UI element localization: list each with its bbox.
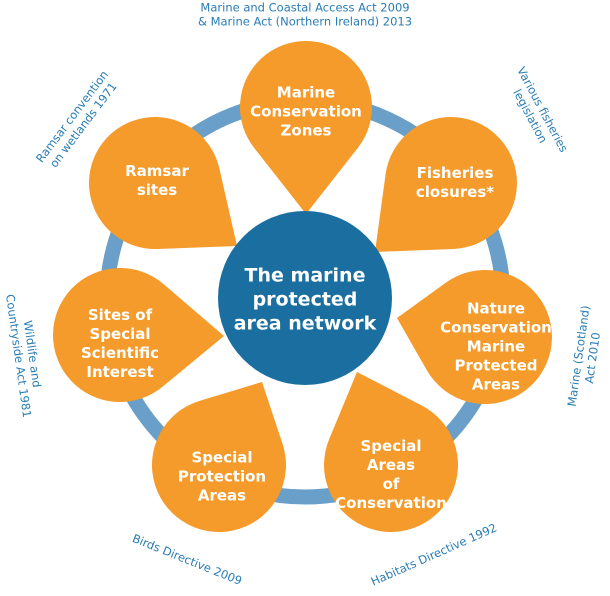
petal-ncmpa-label-line: Conservation — [440, 319, 552, 337]
petal-sssi-label-line: Special — [89, 325, 150, 343]
leg-marine-coastal-label-line: & Marine Act (Northern Ireland) 2013 — [198, 15, 412, 29]
petal-shape-ramsar — [89, 116, 237, 249]
leg-birds-label-line: Birds Directive 2009 — [130, 531, 244, 588]
center-circle — [218, 211, 392, 385]
petal-spa-label-line: Areas — [198, 487, 246, 505]
petal-ncmpa-label-line: Areas — [472, 376, 520, 394]
petal-sssi-label-line: Interest — [86, 363, 153, 381]
leg-marine-coastal: Marine and Coastal Access Act 2009& Mari… — [198, 1, 412, 29]
leg-marine-coastal-label-line: Marine and Coastal Access Act 2009 — [200, 1, 409, 15]
petal-sac-label-line: Conservation — [335, 494, 447, 512]
petal-sac-label-line: Areas — [367, 456, 415, 474]
leg-wildlife: Wildlife andCountryside Act 1981 — [3, 291, 48, 418]
leg-birds: Birds Directive 2009 — [130, 531, 244, 588]
petal-sssi-label-line: Scientific — [81, 344, 159, 362]
petal-ncmpa-label-line: Protected — [454, 357, 537, 375]
leg-scotland-label: Marine (Scotland)Act 2010 — [565, 305, 607, 410]
petal-fish-label-line: Fisheries — [417, 164, 494, 182]
leg-wildlife-label: Wildlife andCountryside Act 1981 — [3, 291, 48, 418]
leg-scotland: Marine (Scotland)Act 2010 — [565, 305, 607, 410]
petal-ramsar-label-line: Ramsar — [125, 162, 189, 180]
leg-fisheries-label: Various fisherieslegislation — [502, 64, 571, 161]
leg-birds-label: Birds Directive 2009 — [130, 531, 244, 588]
petal-sac-label-line: of — [383, 475, 400, 493]
center-label-line: The marine — [245, 265, 366, 287]
petal-spa-label-line: Protection — [178, 468, 266, 486]
petal-shape-fish — [375, 116, 517, 252]
petal-ncmpa-label-line: Nature — [467, 300, 525, 318]
leg-fisheries: Various fisherieslegislation — [502, 64, 571, 161]
petal-mcz-label-line: Zones — [281, 122, 332, 140]
petal-shape-sssi — [53, 268, 224, 403]
center-label-line: area network — [234, 313, 377, 335]
petal-mcz-label-line: Marine — [277, 84, 335, 102]
center-label-line: protected — [253, 289, 358, 311]
petal-ncmpa-label-line: Marine — [467, 338, 525, 356]
petal-spa-label-line: Special — [191, 449, 252, 467]
leg-marine-coastal-label: Marine and Coastal Access Act 2009& Mari… — [198, 1, 412, 29]
petal-shape-sac — [324, 372, 459, 532]
petal-sac-label-line: Special — [360, 437, 421, 455]
petal-mcz-label-line: Conservation — [250, 103, 362, 121]
petal-shape-mcz — [240, 41, 372, 215]
petal-fish-label-line: closures* — [416, 183, 494, 201]
petal-shape-spa — [151, 382, 286, 533]
petal-ramsar-label-line: sites — [137, 181, 177, 199]
petal-sssi-label-line: Sites of — [88, 306, 153, 324]
petal-shape-ncmpa — [397, 269, 553, 404]
